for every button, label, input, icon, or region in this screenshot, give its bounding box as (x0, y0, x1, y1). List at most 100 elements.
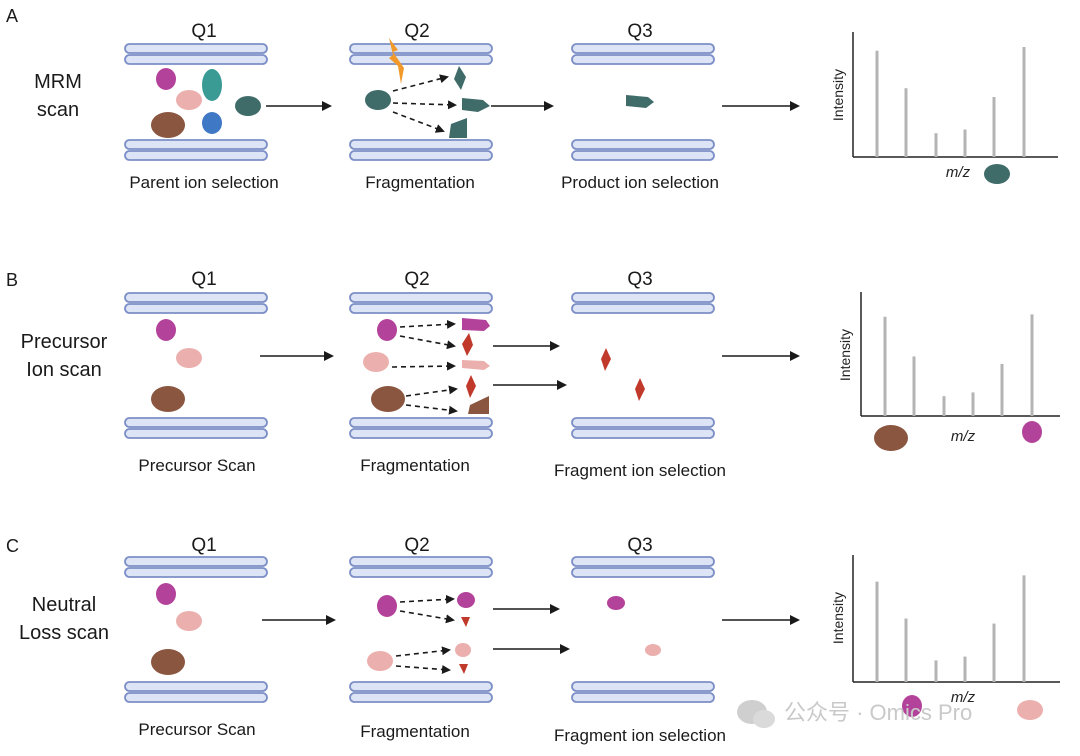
quadrupole-rod (124, 567, 268, 578)
panel-letter-b: B (6, 270, 18, 290)
dashed-arrow (399, 335, 456, 350)
spectrum-b: Intensity m/z (837, 292, 1060, 451)
q1-caption-b: Precursor Scan (138, 456, 255, 475)
marker-ion-pink (1017, 700, 1043, 720)
y-axis-label: Intensity (830, 592, 846, 644)
ion-pink (176, 611, 202, 631)
lightning-icon (389, 38, 404, 84)
dashed-arrow (405, 385, 458, 397)
quadrupole-rod (571, 417, 715, 428)
quadrupole-rod (571, 292, 715, 303)
q2-label-a: Q2 (404, 21, 429, 42)
q3-label-c: Q3 (627, 535, 652, 556)
fragment-ion (455, 643, 471, 657)
ion-blue (202, 112, 222, 134)
quadrupole-rod (571, 428, 715, 439)
marker-ion-magenta (1022, 421, 1042, 443)
q3-label-b: Q3 (627, 269, 652, 290)
selected-product-ion (626, 95, 654, 108)
wechat-icon-bubble (753, 710, 775, 728)
side-label-b-line1: Precursor (21, 331, 108, 353)
q2-label-b: Q2 (404, 269, 429, 290)
quadrupole-rod (349, 556, 493, 567)
quadrupole-rod (349, 428, 493, 439)
quadrupole-rod (124, 692, 268, 703)
dashed-arrow (392, 111, 445, 133)
fragment-ion (462, 98, 490, 112)
quadrupole-rods-c (124, 556, 715, 703)
selected-fragment-ion (607, 596, 625, 610)
x-axis-label: m/z (951, 689, 976, 706)
quadrupole-rod (349, 681, 493, 692)
quadrupole-rod (124, 556, 268, 567)
peaks-a (875, 47, 1026, 157)
panel-letter-a: A (6, 6, 18, 26)
ion-magenta (156, 68, 176, 90)
dashed-arrow (395, 646, 451, 657)
quadrupole-rod (124, 681, 268, 692)
watermark-text: 公众号 · Omics Pro (784, 700, 972, 725)
quadrupole-rod (571, 303, 715, 314)
ion-magenta (156, 583, 176, 605)
ion-pink (176, 90, 202, 110)
panel-b: B Precursor Ion scan Q1 Q2 Q3 Precursor … (6, 269, 1060, 480)
ion-pink (176, 348, 202, 368)
dashed-arrow (391, 361, 456, 371)
ion-teal (202, 69, 222, 101)
dashed-arrow (395, 664, 451, 674)
selected-parent-ion (235, 96, 261, 116)
ion-brown (151, 112, 185, 138)
dashed-arrow (399, 610, 455, 624)
marker-ion-a (984, 164, 1010, 184)
quadrupole-rod (349, 150, 493, 161)
ion-brown (151, 649, 185, 675)
panel-letter-c: C (6, 536, 19, 556)
dashed-arrow (392, 100, 457, 110)
quadrupole-rod (349, 567, 493, 578)
ion-brown (151, 386, 185, 412)
spectrum-a: Intensity m/z (830, 32, 1058, 184)
quadrupole-rod (124, 428, 268, 439)
marker-ion-brown (874, 425, 908, 451)
quadrupole-rod (124, 139, 268, 150)
side-label-b-line2: Ion scan (26, 359, 102, 381)
quadrupole-rod (349, 292, 493, 303)
x-axis-label: m/z (946, 164, 971, 181)
panel-c: C Neutral Loss scan Q1 Q2 Q3 Precursor S… (6, 535, 1060, 745)
quadrupole-rod (349, 417, 493, 428)
q2-label-c: Q2 (404, 535, 429, 556)
q2-caption-b: Fragmentation (360, 456, 470, 475)
precursor-ion-pink (367, 651, 393, 671)
precursor-ion-magenta (377, 319, 397, 341)
quadrupole-rod (571, 692, 715, 703)
selected-fragment-ion (645, 644, 661, 656)
quadrupole-rod (124, 417, 268, 428)
fragment-ion (468, 396, 489, 414)
q1-label-c: Q1 (191, 535, 216, 556)
q3-label-a: Q3 (627, 21, 652, 42)
q3-caption-b: Fragment ion selection (554, 461, 726, 480)
fragment-ion (462, 318, 490, 331)
quadrupole-rod (571, 556, 715, 567)
selected-fragment-ion (635, 378, 645, 401)
selected-fragment-ion (601, 348, 611, 371)
x-axis-label: m/z (951, 428, 976, 445)
quadrupole-rod (124, 303, 268, 314)
fragment-ion (454, 66, 466, 90)
fragment-ion (462, 360, 490, 370)
dashed-arrow (405, 404, 458, 415)
y-axis-label: Intensity (830, 69, 846, 121)
panel-a: A MRM scan Q1 Q2 Q3 Parent ion selection… (6, 6, 1058, 192)
dashed-arrow (399, 594, 455, 604)
q1-caption-c: Precursor Scan (138, 720, 255, 739)
quadrupole-rod (571, 681, 715, 692)
quadrupole-rods-b (124, 292, 715, 439)
quadrupole-rod (124, 292, 268, 303)
precursor-ion-magenta (377, 595, 397, 617)
q1-label-a: Q1 (191, 21, 216, 42)
ion-magenta (156, 319, 176, 341)
q1-caption-a: Parent ion selection (129, 173, 278, 192)
quadrupole-rod (571, 139, 715, 150)
precursor-ion (365, 90, 391, 110)
